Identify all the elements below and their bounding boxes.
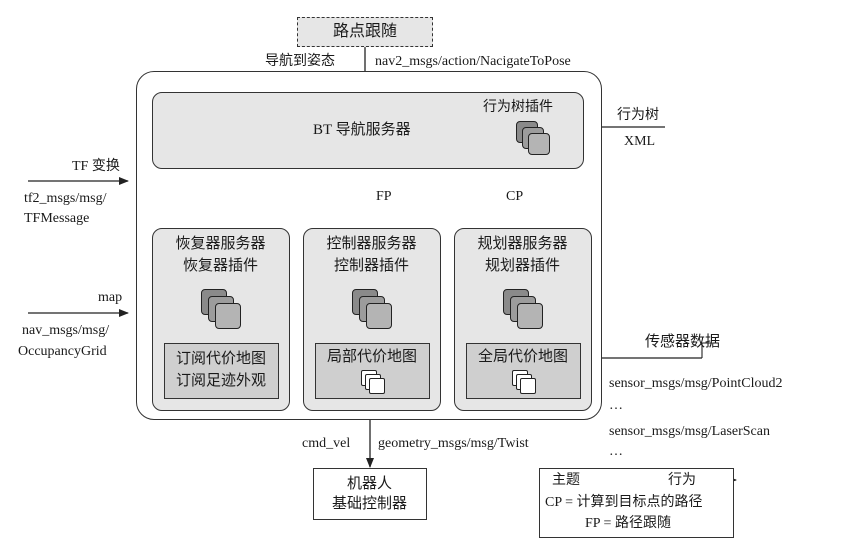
base-controller-label: 基础控制器	[331, 496, 407, 512]
controller-plugin-stack-icon	[352, 289, 392, 329]
recovery-server-title: 恢复器服务器	[175, 236, 266, 252]
bt-navigator-server: BT 导航服务器 行为树插件	[152, 92, 584, 169]
sensor-data-title: 传感器数据	[645, 334, 721, 350]
global-costmap-label: 全局代价地图	[477, 349, 568, 365]
navigate-action-msg: nav2_msgs/action/NacigateToPose	[375, 54, 571, 69]
legend-cp-definition: CP = 计算到目标点的路径	[545, 495, 703, 510]
tf-label: TF 变换	[72, 159, 120, 174]
legend-topic-label: 主题	[552, 473, 580, 488]
sensor-pointcloud-type: sensor_msgs/msg/PointCloud2	[609, 376, 783, 391]
recovery-plugins-label: 恢复器插件	[182, 258, 258, 274]
recovery-plugin-stack-icon	[201, 289, 241, 329]
subscribe-costmap-label: 订阅代价地图	[175, 351, 266, 367]
global-costmap-stack-icon	[512, 370, 536, 394]
map-msg-type-2: OccupancyGrid	[18, 344, 107, 359]
map-msg-type-1: nav_msgs/msg/	[22, 323, 110, 338]
global-costmap-box: 全局代价地图	[466, 343, 581, 399]
legend-fp-definition: FP = 路径跟随	[585, 516, 671, 531]
bt-xml-label-2: XML	[624, 134, 656, 149]
legend-action-label: 行为	[668, 473, 696, 488]
bt-plugins-label: 行为树插件	[483, 100, 553, 115]
navigate-to-pose-label: 导航到姿态	[265, 54, 335, 69]
controller-server-title: 控制器服务器	[326, 236, 417, 252]
cp-arrow-label: CP	[506, 189, 524, 204]
waypoint-follower-box: 路点跟随	[297, 17, 433, 47]
sensor-laserscan-type: sensor_msgs/msg/LaserScan	[609, 424, 770, 439]
local-costmap-label: 局部代价地图	[326, 349, 417, 365]
planner-plugins-label: 规划器插件	[484, 258, 560, 274]
sensor-ellipsis-1: …	[609, 398, 623, 413]
local-costmap-box: 局部代价地图	[315, 343, 430, 399]
planner-plugin-stack-icon	[503, 289, 543, 329]
tf-msg-type-2: TFMessage	[24, 211, 90, 226]
map-label: map	[98, 290, 123, 305]
tf-msg-type-1: tf2_msgs/msg/	[24, 191, 107, 206]
twist-msg-type: geometry_msgs/msg/Twist	[378, 436, 529, 451]
controller-plugins-label: 控制器插件	[333, 258, 409, 274]
robot-base-controller: 机器人 基础控制器	[313, 468, 427, 520]
robot-label: 机器人	[346, 476, 392, 492]
cmd-vel-label: cmd_vel	[302, 436, 351, 451]
bt-navigator-title: BT 导航服务器	[313, 122, 411, 138]
legend-box: 主题 行为 CP = 计算到目标点的路径 FP = 路径跟随	[539, 468, 734, 538]
sensor-ellipsis-2: …	[609, 444, 623, 459]
planner-server-title: 规划器服务器	[477, 236, 568, 252]
fp-arrow-label: FP	[376, 189, 392, 204]
bt-xml-label-1: 行为树	[617, 108, 659, 123]
planner-server: 规划器服务器 规划器插件 全局代价地图	[454, 228, 592, 411]
waypoint-follower-label: 路点跟随	[332, 23, 397, 40]
bt-plugin-stack-icon	[516, 121, 550, 155]
controller-server: 控制器服务器 控制器插件 局部代价地图	[303, 228, 441, 411]
recovery-server: 恢复器服务器 恢复器插件 订阅代价地图 订阅足迹外观	[152, 228, 290, 411]
subscribe-footprint-label: 订阅足迹外观	[175, 373, 266, 389]
local-costmap-stack-icon	[361, 370, 385, 394]
recovery-costmap-box: 订阅代价地图 订阅足迹外观	[164, 343, 279, 399]
